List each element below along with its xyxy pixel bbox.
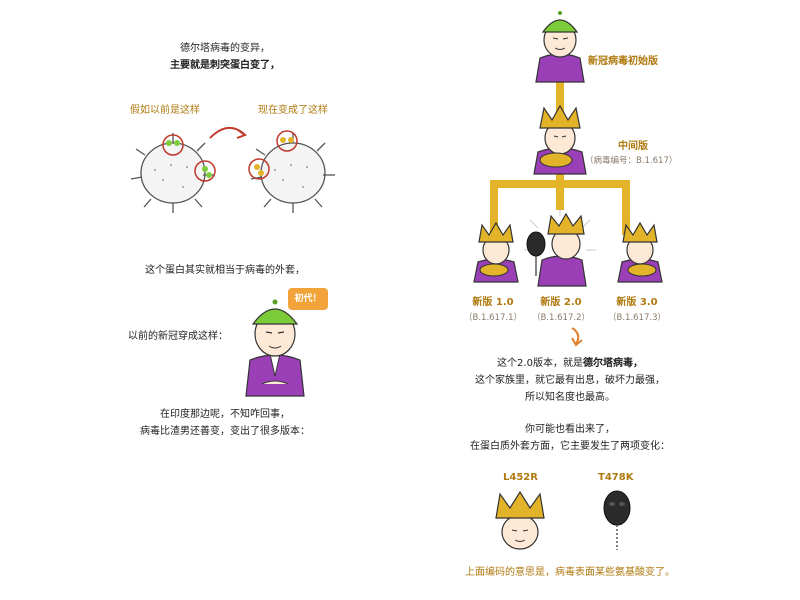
original-version-label: 新冠病毒初始版 xyxy=(588,56,658,67)
version-1-label: 新版 1.0 xyxy=(472,297,514,308)
change-line-2: 在蛋白质外套方面，它主要发生了两项变化： xyxy=(470,441,670,452)
virus-after-illustration xyxy=(248,130,335,213)
v2-line-2: 这个家族里，就它最有出息，破坏力最强， xyxy=(475,375,665,386)
footer-note: 上面编码的意思是，病毒表面某些氨基酸变了。 xyxy=(465,567,675,578)
middle-version-character xyxy=(533,104,587,175)
v2-line-3: 所以知名度也最高。 xyxy=(525,392,615,403)
first-gen-tag-text: 初代！ xyxy=(294,294,322,304)
version-2-label: 新版 2.0 xyxy=(540,297,582,308)
mask-illustration xyxy=(603,490,631,550)
down-arrow-icon xyxy=(571,327,583,347)
first-gen-tag: 初代！ xyxy=(288,288,328,310)
after-label: 现在变成了这样 xyxy=(258,105,328,116)
version-2-code: （B.1.617.2） xyxy=(532,313,590,323)
version-3-label: 新版 3.0 xyxy=(616,297,658,308)
version-3-code: （B.1.617.3） xyxy=(608,313,666,323)
version-1-character xyxy=(473,221,519,283)
original-version-character xyxy=(535,11,585,83)
mutation-2-label: T478K xyxy=(598,472,634,483)
version-1-code: （B.1.617.1） xyxy=(464,313,522,323)
version-3-character xyxy=(617,221,663,283)
mutation-1-label: L452R xyxy=(503,472,538,483)
version-2-character xyxy=(524,210,596,287)
intro-line-2: 主要就是刺突蛋白变了， xyxy=(170,60,280,71)
virus-before-illustration xyxy=(130,133,216,213)
before-label: 假如以前是这样 xyxy=(130,105,200,116)
change-arrow-icon xyxy=(209,127,248,139)
middle-version-code: （病毒编号：B.1.617） xyxy=(585,156,678,166)
india-line-2: 病毒比渣男还善变，变出了很多版本： xyxy=(140,426,310,437)
intro-line-1: 德尔塔病毒的变异， xyxy=(180,43,270,54)
middle-version-label: 中间版 xyxy=(618,141,648,152)
delta-name: 德尔塔病毒， xyxy=(582,358,643,369)
v2-line-1-prefix: 这个2.0版本，就是 xyxy=(497,358,583,369)
change-line-1: 你可能也看出来了， xyxy=(525,424,615,435)
crown-face-illustration xyxy=(495,490,545,550)
v2-line-1: 这个2.0版本，就是德尔塔病毒， xyxy=(450,357,690,371)
india-line-1: 在印度那边呢，不知咋回事， xyxy=(160,409,290,420)
previous-line: 以前的新冠穿成这样： xyxy=(128,331,228,342)
coat-line: 这个蛋白其实就相当于病毒的外套， xyxy=(145,265,305,276)
original-virus-character xyxy=(245,299,305,397)
